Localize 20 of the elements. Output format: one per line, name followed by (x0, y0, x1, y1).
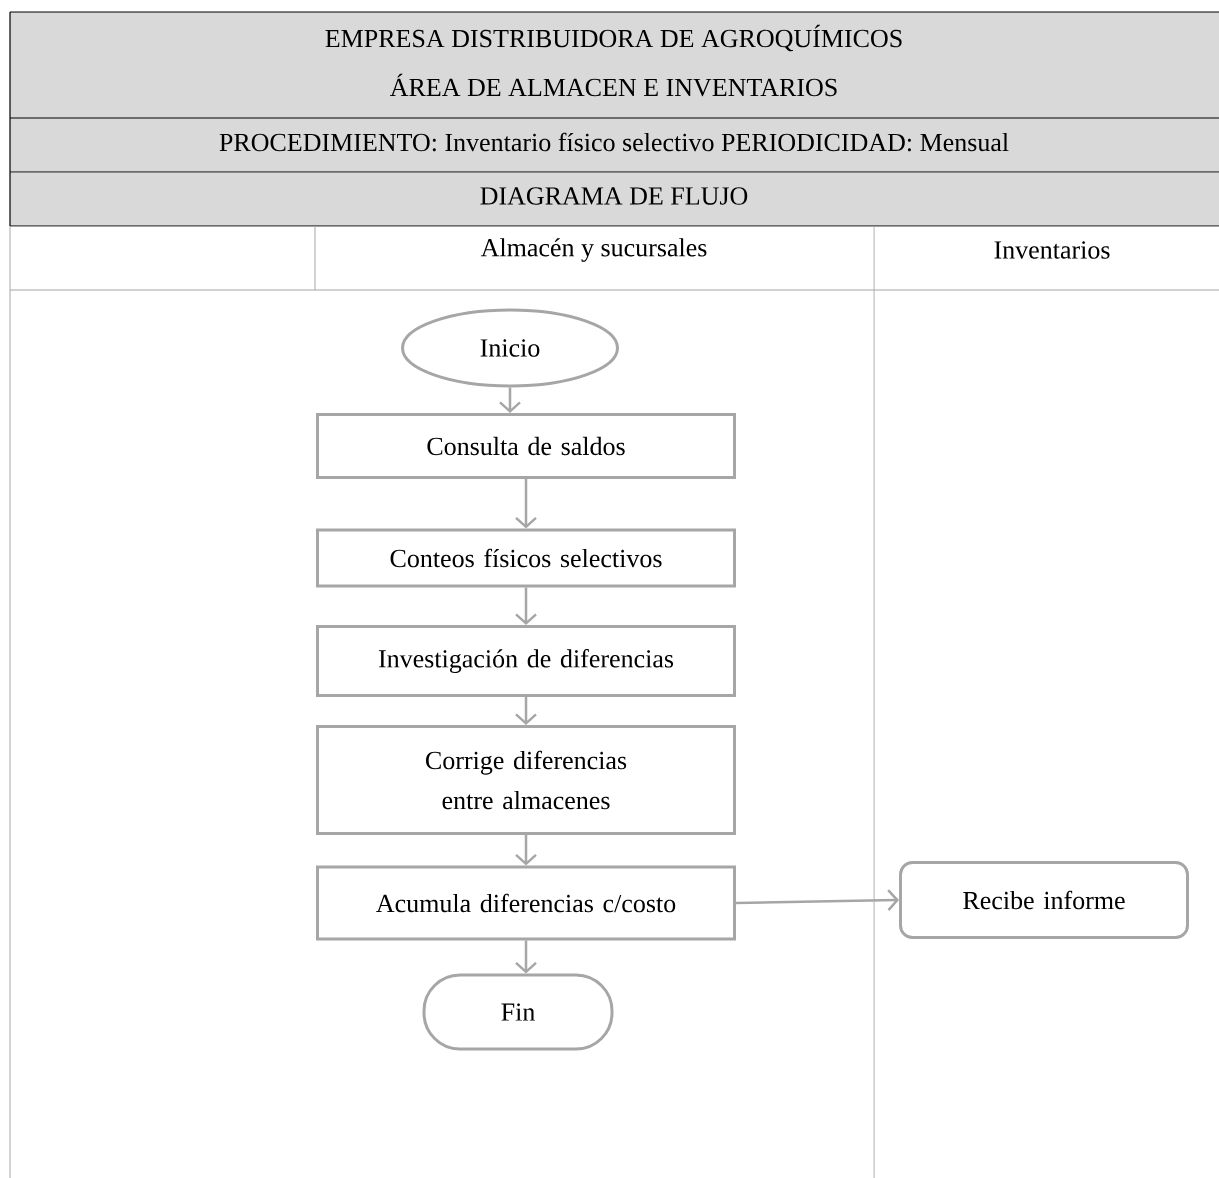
title: EMPRESA DISTRIBUIDORA DE AGROQUÍMICOS (325, 24, 902, 52)
process-box: Conteos físicos selectivos (316, 528, 736, 588)
arrow (515, 835, 537, 866)
arrow (736, 889, 899, 911)
arrow (499, 387, 521, 413)
process-box: Investigación de diferencias (316, 625, 736, 697)
process-box: Acumula diferencias c/costo (316, 865, 736, 941)
end-terminator: Fin (422, 973, 614, 1051)
header-text: PROCEDIMIENTO: Inventario físico selectivo PERIODICIDAD: Mensual (219, 132, 1009, 152)
process-box: Corrige diferencias entre almacenes (316, 725, 736, 835)
header-text: ÁREA DE ALMACEN E INVENTARIOS (390, 73, 837, 97)
process-box: Recibe informe (899, 861, 1189, 939)
section-heading: DIAGRAMA DE FLUJO (480, 187, 748, 205)
lane-heading: Almacén y sucursales (480, 238, 707, 262)
arrow (515, 587, 537, 625)
arrow (515, 479, 537, 529)
lane-heading: Inventarios (994, 241, 1110, 259)
arrow (515, 697, 537, 725)
arrow (515, 940, 537, 974)
process-box: Consulta de saldos (316, 413, 736, 479)
